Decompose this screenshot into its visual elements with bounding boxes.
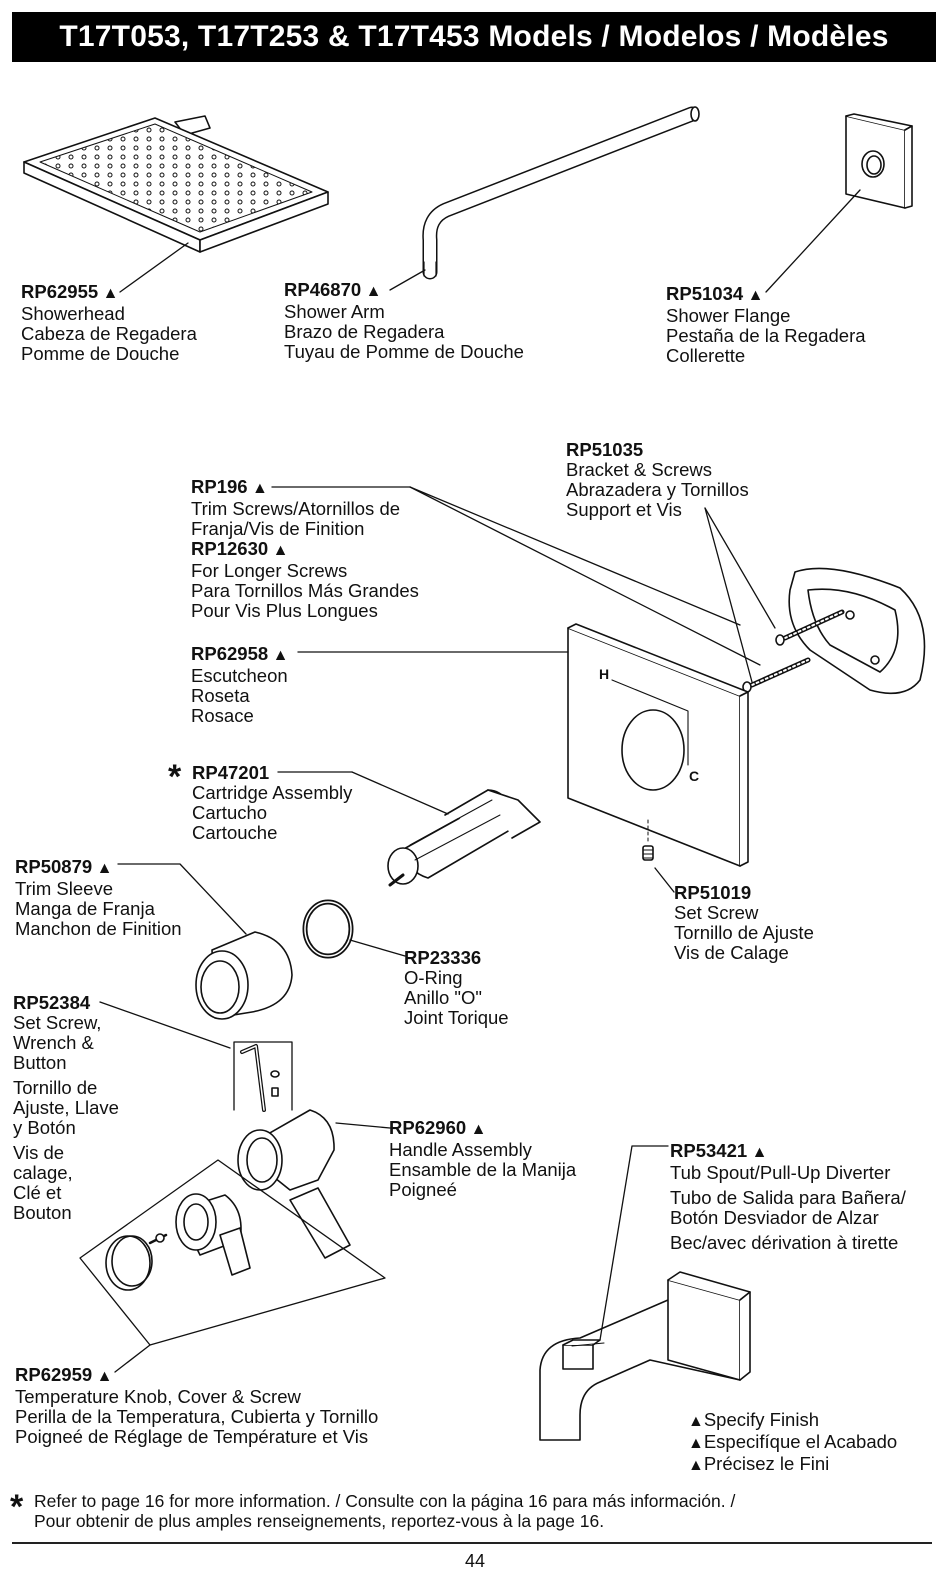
legend-item: Specify Finish [688, 1410, 897, 1432]
part-label-trim-screws: RP196 Trim Screws/Atornillos de Franja/V… [191, 477, 419, 621]
part-label-temperature-knob: RP62959 Temperature Knob, Cover & Screw … [15, 1365, 378, 1447]
part-number: RP62955 [21, 282, 197, 304]
part-label-set-screw: RP51019 Set Screw Tornillo de Ajuste Vis… [674, 882, 814, 963]
o-ring-illustration [302, 899, 406, 959]
bracket-illustration [788, 567, 926, 695]
set-screw-illustration [642, 845, 675, 893]
part-label-cartridge: RP47201 Cartridge Assembly Cartucho Cart… [192, 762, 353, 843]
shower-flange-illustration [765, 113, 913, 293]
part-number: RP51019 [674, 882, 752, 903]
cold-mark: C [689, 768, 700, 784]
part-number: RP12630 [191, 539, 419, 561]
part-number: RP51034 [666, 284, 866, 306]
bracket-screws-illustration [742, 609, 845, 693]
shower-arm-illustration [389, 106, 700, 291]
hot-mark: H [599, 666, 610, 682]
footnote-star: * [168, 758, 182, 796]
part-number: RP46870 [284, 280, 524, 302]
part-label-shower-arm: RP46870 Shower Arm Brazo de Regadera Tuy… [284, 280, 524, 362]
part-number: RP62958 [191, 644, 288, 666]
part-number: RP47201 [192, 762, 270, 783]
footnote-star: * [10, 1488, 24, 1526]
wrench-kit-illustration [99, 1001, 293, 1112]
part-label-set-screw-wrench: RP52384 Set Screw, Wrench & Button Torni… [13, 992, 119, 1223]
part-label-showerhead: RP62955 Showerhead Cabeza de Regadera Po… [21, 282, 197, 364]
handle-illustration [237, 1109, 391, 1259]
part-number: RP62959 [15, 1365, 378, 1387]
part-number: RP51035 [566, 439, 644, 460]
legend-item: Especifíque el Acabado [688, 1432, 897, 1454]
footnote: Refer to page 16 for more information. /… [34, 1491, 736, 1531]
temperature-knob-illustration [79, 1159, 386, 1373]
part-number: RP23336 [404, 947, 482, 968]
part-label-tub-spout: RP53421 Tub Spout/Pull-Up Diverter Tubo … [670, 1141, 906, 1253]
legend-item: Précisez le Fini [688, 1454, 897, 1476]
page-number: 44 [464, 1551, 486, 1571]
part-label-escutcheon: RP62958 Escutcheon Roseta Rosace [191, 644, 288, 726]
page-title: T17T053, T17T253 & T17T453 Models / Mode… [12, 12, 936, 62]
part-number: RP196 [191, 477, 419, 499]
showerhead-illustration [23, 115, 329, 293]
footer-divider [12, 1542, 932, 1544]
escutcheon-illustration [297, 623, 749, 867]
part-label-shower-flange: RP51034 Shower Flange Pestaña de la Rega… [666, 284, 866, 366]
part-label-handle: RP62960 Handle Assembly Ensamble de la M… [389, 1118, 576, 1200]
part-label-o-ring: RP23336 O-Ring Anillo "O" Joint Torique [404, 947, 509, 1028]
part-number: RP53421 [670, 1141, 906, 1163]
part-number: RP52384 [13, 992, 91, 1013]
part-number: RP62960 [389, 1118, 576, 1140]
cartridge-illustration [277, 771, 541, 887]
tub-spout-illustration [539, 1145, 751, 1441]
part-label-bracket: RP51035 Bracket & Screws Abrazadera y To… [566, 439, 749, 520]
trim-sleeve-illustration [117, 863, 293, 1020]
part-label-trim-sleeve: RP50879 Trim Sleeve Manga de Franja Manc… [15, 857, 182, 939]
finish-legend: Specify Finish Especifíque el Acabado Pr… [688, 1410, 897, 1476]
part-number: RP50879 [15, 857, 182, 879]
